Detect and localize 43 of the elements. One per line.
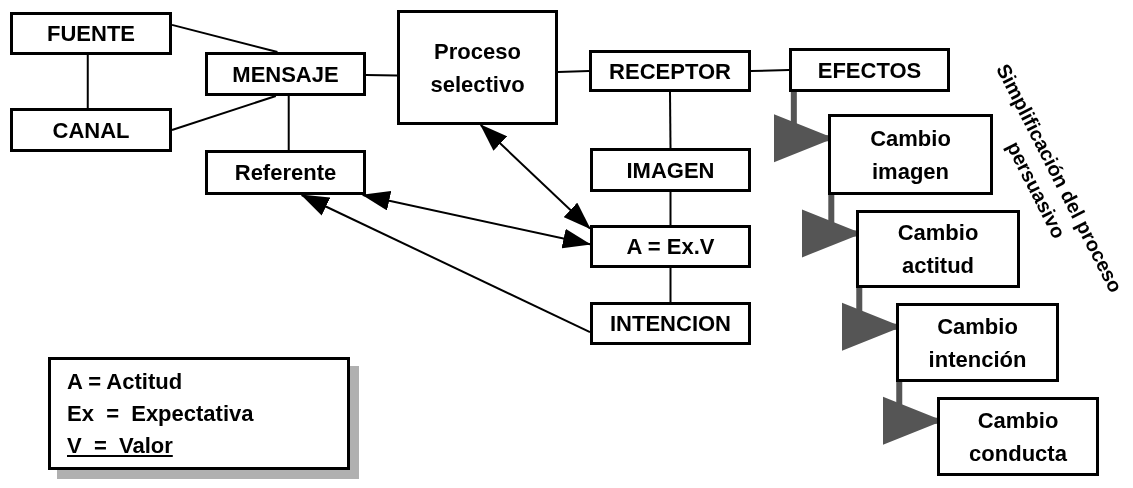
text-box [789, 48, 950, 92]
text-box [397, 10, 558, 125]
connector-line [171, 95, 277, 131]
box-label: INTENCION [609, 310, 732, 338]
box-label: IMAGEN [625, 156, 716, 185]
box-label: Cambio conducta [968, 406, 1068, 468]
box-label: FUENTE [46, 20, 136, 48]
key-entry: A = Actitud [67, 367, 184, 396]
text-box [10, 108, 172, 152]
connector-line [750, 69, 790, 72]
text-box [589, 50, 751, 92]
text-box [590, 148, 751, 192]
text-box [896, 303, 1059, 382]
key-entry: V = Valor [67, 431, 174, 460]
connector-line [669, 91, 672, 149]
connector-line [669, 191, 672, 226]
connector-line [171, 23, 279, 53]
arrow [300, 194, 591, 334]
connector-line [669, 267, 672, 303]
arrow [479, 124, 591, 230]
text-box [828, 114, 993, 195]
connector-line [86, 54, 89, 109]
connector-line [287, 95, 290, 151]
connector-line [557, 70, 590, 74]
box-label: RECEPTOR [608, 57, 732, 86]
box-label: Cambio intención [927, 312, 1028, 374]
text-box [10, 12, 172, 55]
text-box [590, 302, 751, 345]
box-label: MENSAJE [231, 60, 340, 89]
box-label: EFECTOS [816, 56, 923, 85]
box-label: A = Ex.V [625, 233, 716, 261]
box-label: Referente [233, 159, 338, 187]
connector-line [365, 73, 398, 77]
text-box [590, 225, 751, 268]
text-box [205, 150, 366, 195]
box-label: Proceso selectivo [429, 37, 526, 99]
box-label: Cambio actitud [896, 219, 980, 280]
text-box [205, 52, 366, 96]
box-label: CANAL [51, 116, 131, 145]
key-entry: Ex = Expectativa [67, 399, 255, 428]
box-label: Cambio imagen [869, 124, 952, 186]
text-box [937, 397, 1099, 476]
arrow [361, 190, 591, 249]
